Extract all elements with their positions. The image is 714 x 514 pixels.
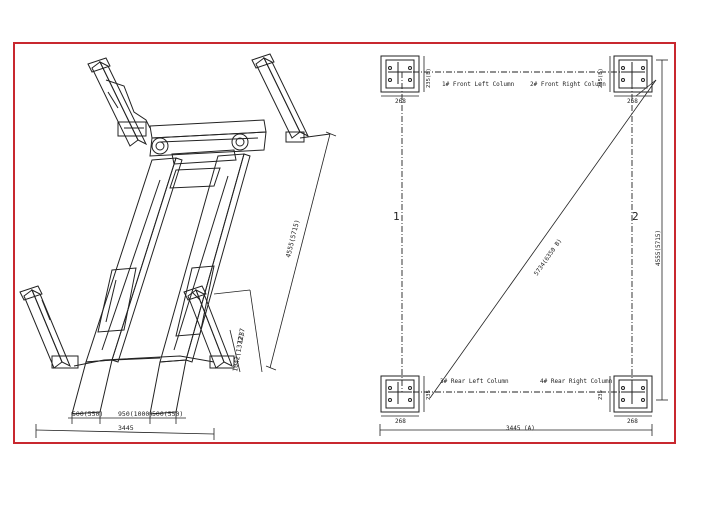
runway-ramps: [71, 357, 187, 415]
plan-layout-lines: [401, 71, 636, 393]
base-plate-rear-left: [380, 375, 420, 413]
base-height-rear-right: 235: [598, 390, 604, 400]
top-crossbeam: [149, 119, 267, 165]
center-bridge: [169, 167, 221, 189]
front-right-column: [251, 53, 331, 143]
base-plate-front-left: [380, 55, 420, 93]
col2-label: 2# Front Right Column: [530, 81, 606, 88]
side-2-label: 2: [632, 210, 639, 223]
rear-right-column: [183, 285, 235, 369]
iso-dim-overall-length: 4555(5715): [284, 219, 301, 259]
left-runway: [85, 157, 183, 363]
iso-dim-side-1: 1237: [236, 327, 247, 344]
front-left-column: [87, 57, 151, 147]
iso-dim-gap: 950(1000): [118, 410, 153, 418]
base-width-rear-left: 268: [395, 418, 406, 425]
iso-dim-total-width: 3445: [118, 424, 134, 432]
drawing-frame: [13, 42, 676, 444]
base-height-front-right: 235(B): [598, 68, 604, 88]
base-width-front-right: 268: [627, 98, 638, 105]
rear-left-column: [19, 285, 79, 369]
base-plate-front-right: [613, 55, 653, 93]
iso-dim-side-2: 1042(1372): [231, 332, 246, 372]
plan-dim-right: 4555(5715): [655, 230, 662, 266]
base-plate-rear-right: [613, 375, 653, 413]
rear-crossbeam: [73, 355, 215, 367]
plan-dimension-lines: [379, 56, 668, 436]
iso-dim-runway-2: 500(550): [152, 410, 183, 418]
iso-dim-runway-1: 500(550): [72, 410, 103, 418]
col1-label: 1# Front Left Column: [442, 81, 515, 88]
base-height-front-left: 235(B): [426, 68, 432, 88]
base-width-rear-right: 268: [627, 418, 638, 425]
side-1-label: 1: [393, 210, 400, 223]
plan-dim-diagonal: 5734(6350 B): [533, 238, 564, 278]
base-height-rear-left: 235: [426, 390, 432, 400]
base-width-front-left: 268: [395, 98, 406, 105]
plan-view: 1# Front Left Column 2# Front Right Colu…: [379, 55, 668, 436]
col4-label: 4# Rear Right Column: [540, 378, 613, 385]
plan-diagonal-line: [429, 79, 657, 399]
isometric-lift-view: 4555(5715) 1237 1042(1372) 500(550) 950(…: [19, 53, 337, 440]
plan-dim-bottom: 3445 (A): [506, 425, 535, 432]
iso-dimension-lines: [35, 131, 337, 440]
col3-label: 3# Rear Left Column: [440, 378, 509, 385]
